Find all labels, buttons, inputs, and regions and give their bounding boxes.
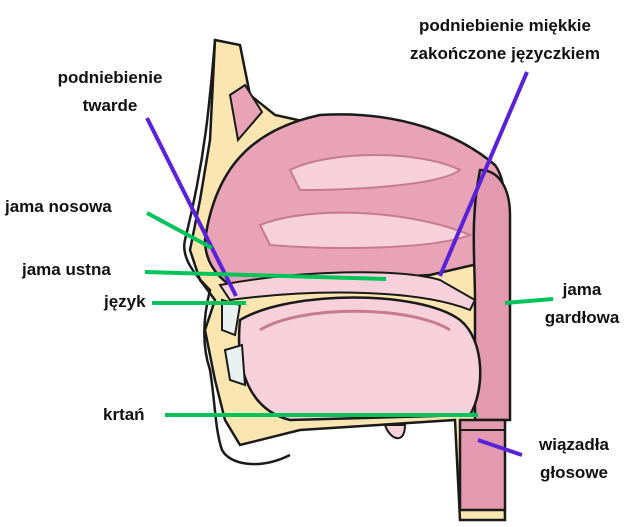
palate [218,271,477,312]
leader-soft-palate [438,71,529,277]
label-line: gardłowa [544,308,620,327]
leader-oral-cavity [144,270,387,281]
label-tongue: język [104,292,146,311]
teeth-lower [223,343,247,387]
label-larynx: krtań [103,405,145,424]
label-line: twarde [82,96,138,115]
tongue-inner [259,309,451,332]
leader-vocal-cords [477,438,523,457]
face-outline [182,39,291,466]
label-nasal-cavity: jama nosowa [5,197,112,216]
turbinate-lower [258,211,473,249]
leader-hard-palate [145,117,238,297]
label-soft-palate: podniebienie miękkie zakończone języczki… [370,12,640,68]
label-vocal-cords: wiązadła głosowe [522,431,626,487]
sinus [228,83,264,143]
label-hard-palate: podniebienie twarde [35,64,185,120]
turbinate-upper [288,154,462,192]
label-oral-cavity: jama ustna [22,260,111,279]
trachea [458,418,507,512]
leader-pharynx [504,297,554,305]
label-line: głosowe [539,463,608,482]
leader-nasal-cavity [146,211,213,250]
label-line: podniebienie [57,68,163,87]
label-line: podniebienie miękkie [419,16,591,35]
label-line: jama [562,280,602,299]
label-line: wiązadła [539,435,609,454]
epiglottis [383,424,407,440]
label-line: zakończone języczkiem [410,44,600,63]
label-pharynx: jama gardłowa [528,276,636,332]
tongue-shape [237,296,482,422]
